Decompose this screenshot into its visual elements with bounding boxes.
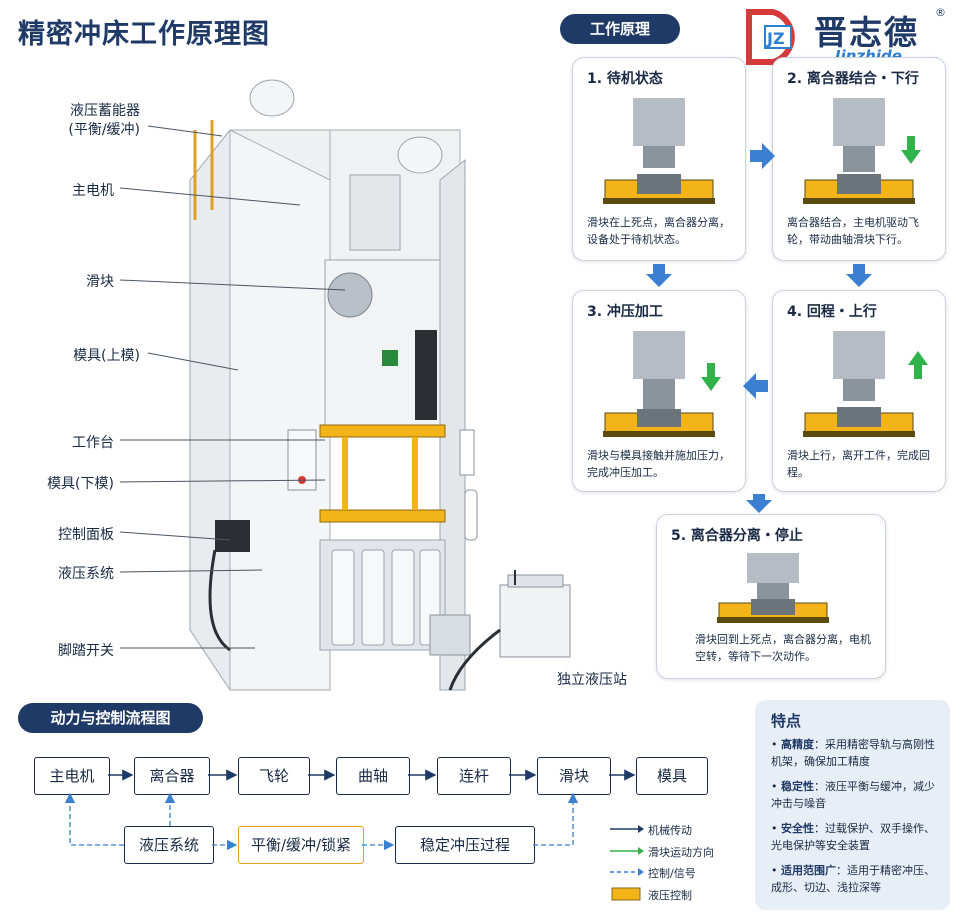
step-title: 4. 回程・上行 — [787, 304, 877, 320]
press-machine-illustration — [189, 79, 571, 691]
step-illustration — [603, 331, 715, 437]
feature-name: 高精度 — [781, 738, 814, 751]
svg-text:JZ: JZ — [766, 29, 785, 48]
label-hydraulic-system: 液压系统 — [58, 566, 114, 582]
feature-item: • 安全性：过载保护、双手操作、光电保护等安全装置 — [771, 822, 935, 852]
feature-item: • 适用范围广：适用于精密冲压、成形、切边、浅拉深等 — [771, 864, 935, 894]
label-slide: 滑块 — [86, 274, 114, 290]
down-arrow-icon — [901, 136, 921, 164]
step-description: 滑块回到上死点，离合器分离，电机空转，等待下一次动作。 — [695, 633, 871, 663]
step-description: 滑块上行，离开工件，完成回程。 — [787, 449, 930, 479]
flow-node-flywheel: 飞轮 — [238, 757, 310, 795]
arrow-left-icon — [743, 373, 768, 399]
step-title: 5. 离合器分离・停止 — [671, 528, 803, 544]
step-card-1: 1. 待机状态 滑块在上死点，离合器分离，设备处于待机状态。 — [572, 57, 746, 261]
step-illustration — [803, 98, 915, 204]
legend-control-signal: 控制/信号 — [648, 867, 696, 880]
feature-text: ：采用精密导轨与高刚性机架，确保加工精度 — [771, 738, 935, 768]
press-leader-lines — [119, 125, 346, 649]
arrow-down-icon — [746, 494, 772, 513]
feature-text: ：过载保护、双手操作、光电保护等安全装置 — [771, 822, 935, 852]
feature-name: 稳定性 — [781, 780, 814, 793]
step-illustration — [803, 331, 915, 437]
principle-badge: 工作原理 — [560, 14, 680, 44]
flow-node-stable-stamping: 稳定冲压过程 — [395, 826, 535, 864]
step-card-5: 5. 离合器分离・停止 滑块回到上死点，离合器分离，电机空转，等待下一次动作。 — [656, 514, 886, 679]
step-illustration — [603, 98, 715, 204]
step-card-4: 4. 回程・上行 滑块上行，离开工件，完成回程。 — [772, 290, 946, 492]
flow-section-badge: 动力与控制流程图 — [18, 703, 203, 733]
label-worktable: 工作台 — [72, 435, 114, 451]
features-title: 特点 — [771, 712, 802, 730]
brand-name-cn: 晋志德 — [814, 13, 919, 52]
legend-swatches — [610, 825, 644, 901]
feature-text: ：适用于精密冲压、成形、切边、浅拉深等 — [771, 864, 935, 894]
arrow-down-icon — [846, 264, 872, 287]
flow-connectors — [64, 769, 636, 851]
flow-node-slide: 滑块 — [537, 757, 611, 795]
step-flow-arrows — [646, 143, 872, 513]
feature-item: • 稳定性：液压平衡与缓冲，减少冲击与噪音 — [771, 780, 935, 810]
flow-node-crankshaft: 曲轴 — [336, 757, 410, 795]
down-arrow-icon — [701, 363, 721, 391]
page-title: 精密冲床工作原理图 — [18, 19, 270, 50]
step-illustration — [717, 553, 829, 623]
flow-node-main-motor: 主电机 — [34, 757, 110, 795]
legend-slide-direction: 滑块运动方向 — [648, 846, 714, 859]
label-control-panel: 控制面板 — [58, 527, 114, 543]
registered-mark: ® — [935, 6, 946, 19]
step-description: 离合器结合，主电机驱动飞轮，带动曲轴滑块下行。 — [787, 216, 919, 246]
label-main-motor: 主电机 — [72, 183, 114, 199]
label-hydraulic-station: 独立液压站 — [557, 672, 627, 688]
feature-text: ：液压平衡与缓冲，减少冲击与噪音 — [771, 780, 935, 810]
label-lower-die: 模具(下模) — [47, 476, 114, 492]
step-description: 滑块在上死点，离合器分离，设备处于待机状态。 — [587, 216, 730, 246]
flow-node-die: 模具 — [636, 757, 708, 795]
feature-item: • 高精度：采用精密导轨与高刚性机架，确保加工精度 — [771, 738, 935, 768]
step-card-3: 3. 冲压加工 滑块与模具接触并施加压力，完成冲压加工。 — [572, 290, 746, 492]
step-title: 1. 待机状态 — [587, 71, 663, 87]
label-upper-die: 模具(上模) — [73, 348, 140, 364]
up-arrow-icon — [908, 351, 928, 379]
step-description: 滑块与模具接触并施加压力，完成冲压加工。 — [587, 449, 730, 479]
legend-hydraulic-control: 液压控制 — [648, 889, 692, 902]
step-card-2: 2. 离合器结合・下行 离合器结合，主电机驱动飞轮，带动曲轴滑块下行。 — [772, 57, 946, 261]
step-title: 2. 离合器结合・下行 — [787, 71, 919, 87]
flow-node-hydraulic-system: 液压系统 — [124, 826, 214, 864]
feature-name: 适用范围广 — [781, 864, 836, 877]
legend-mechanical: 机械传动 — [648, 824, 692, 837]
label-hydraulic-accumulator: 液压蓄能器 (平衡/缓冲) — [68, 103, 140, 138]
features-panel: 特点 • 高精度：采用精密导轨与高刚性机架，确保加工精度 • 稳定性：液压平衡与… — [755, 700, 950, 910]
label-foot-switch: 脚踏开关 — [58, 643, 114, 659]
step-title: 3. 冲压加工 — [587, 304, 663, 320]
arrow-down-icon — [646, 264, 672, 287]
flow-node-balance: 平衡/缓冲/锁紧 — [238, 826, 364, 864]
feature-name: 安全性 — [781, 822, 814, 835]
arrow-right-icon — [750, 143, 775, 169]
flow-node-connecting-rod: 连杆 — [437, 757, 511, 795]
